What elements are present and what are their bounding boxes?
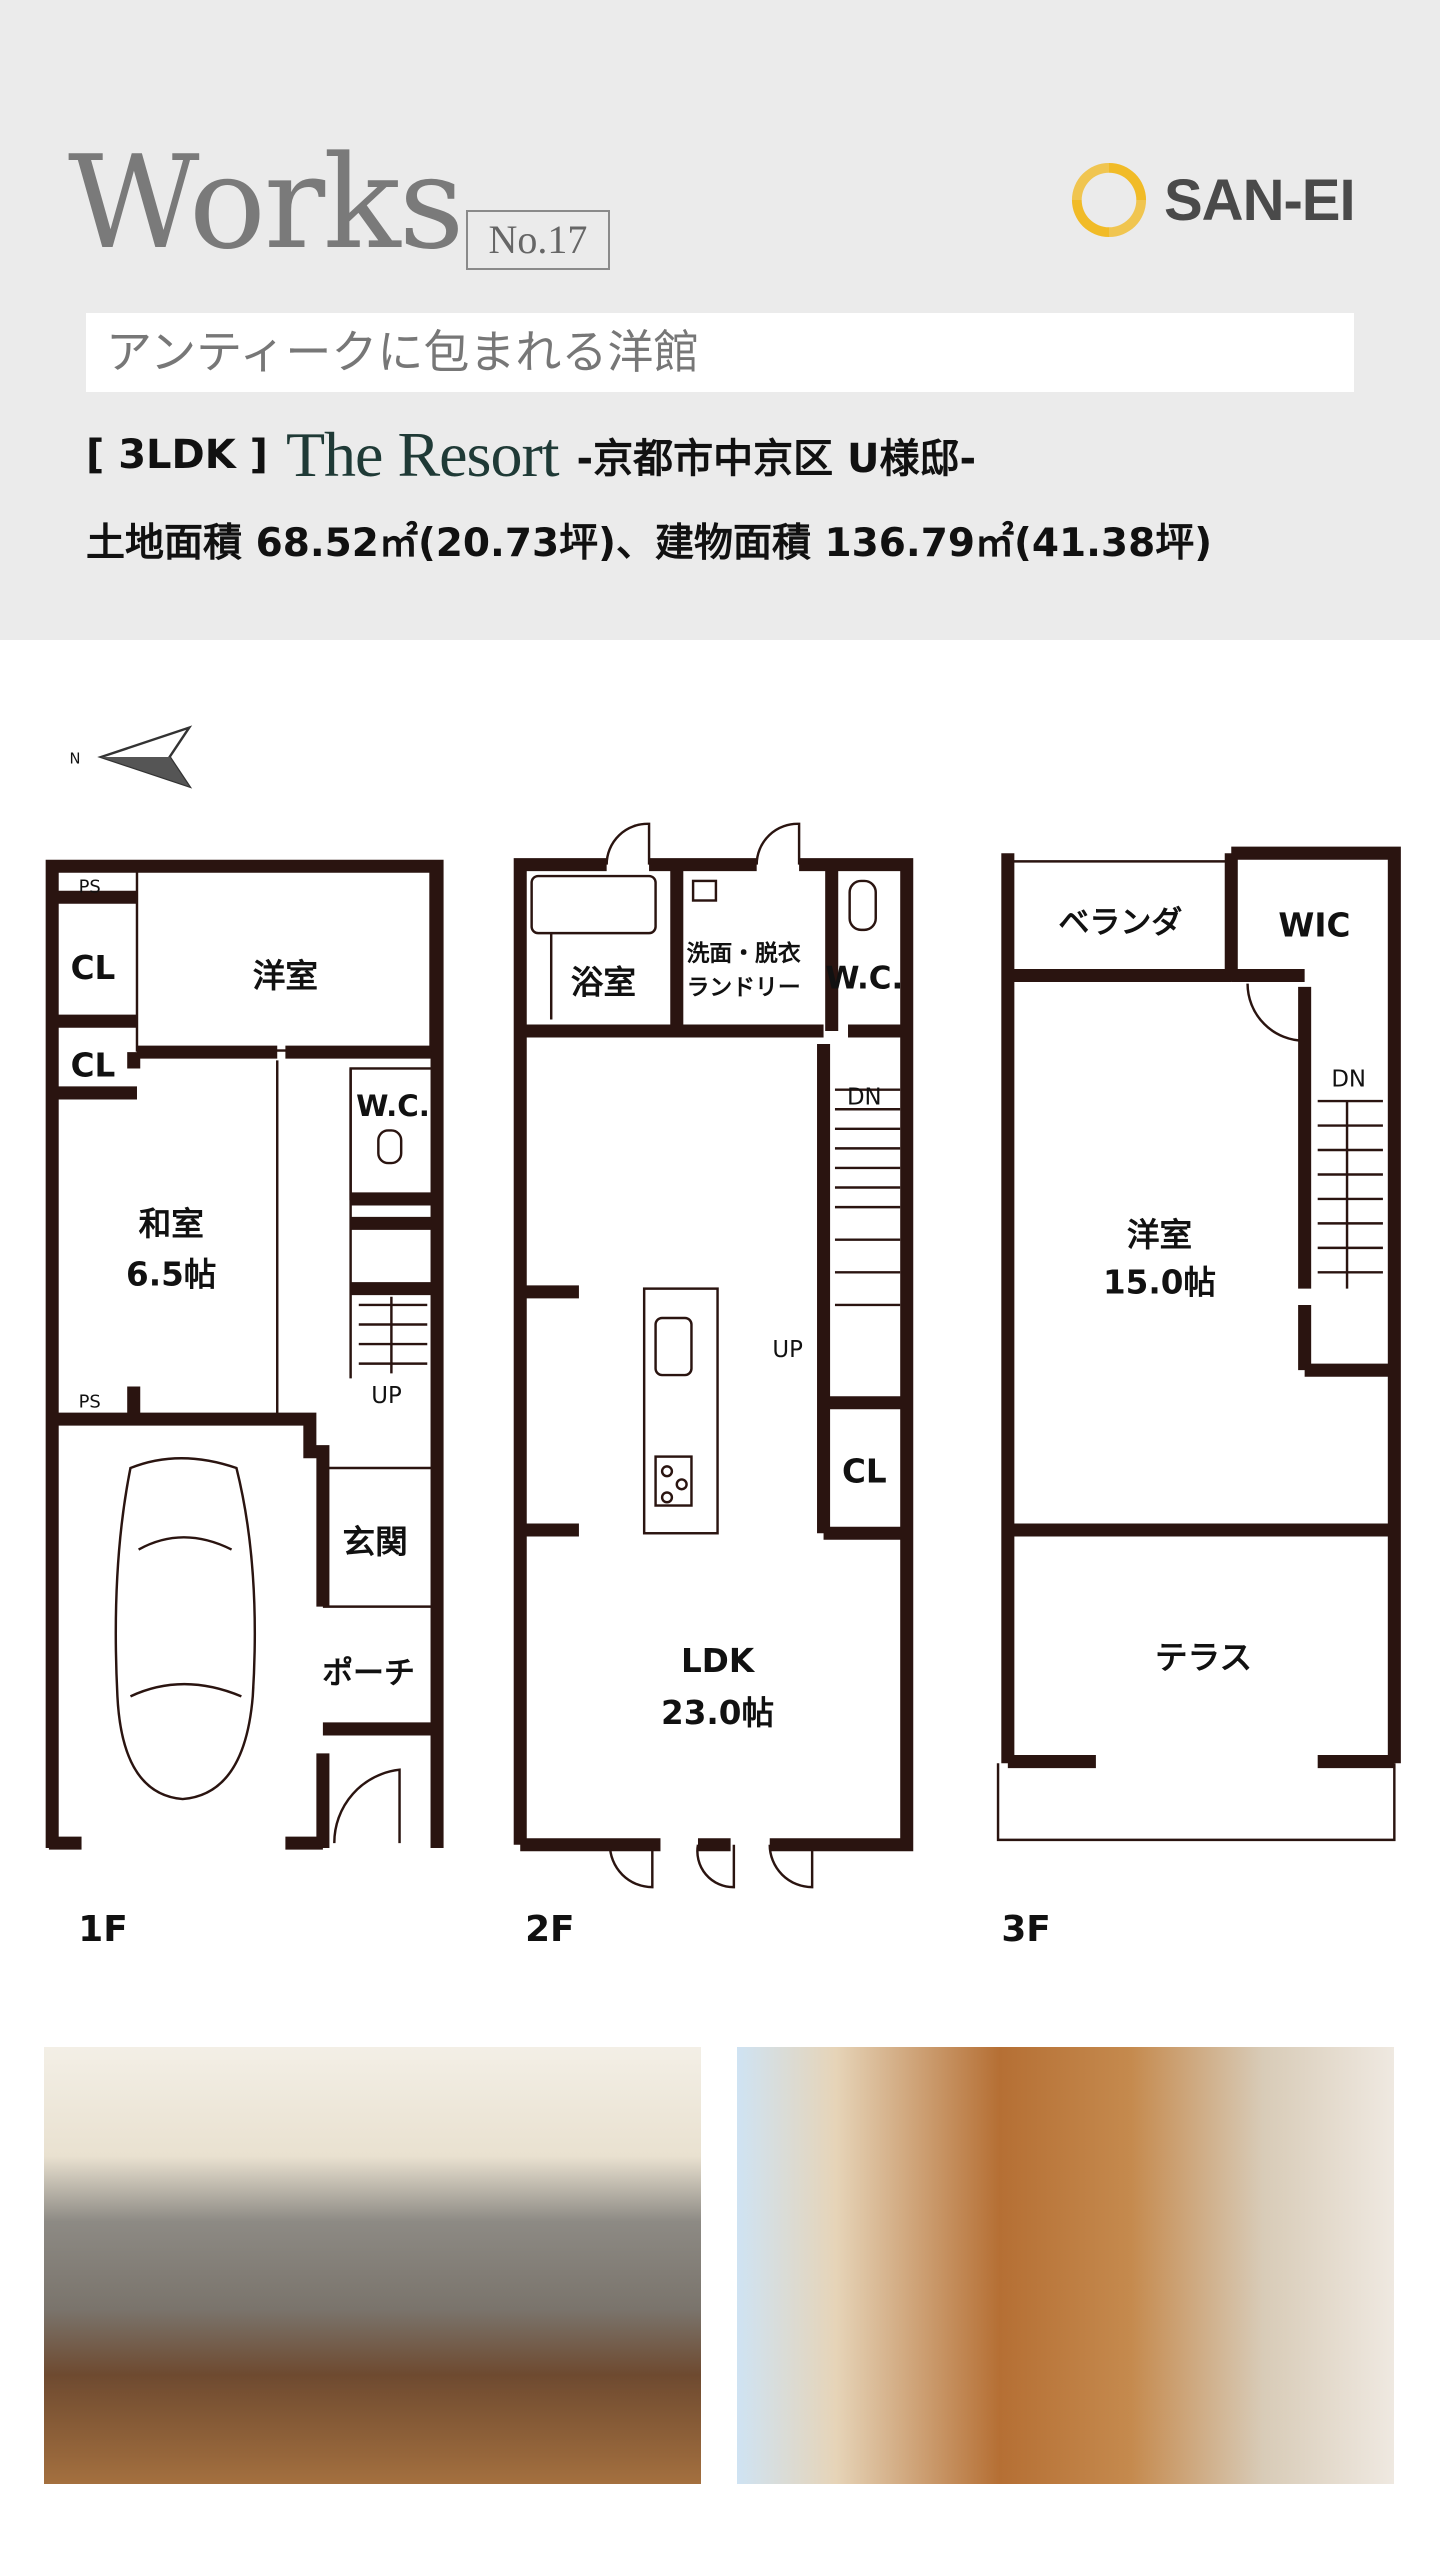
floor-plans: N PS CL 洋室 CL W.C. 和室 6.5帖 UP [45, 725, 1401, 1950]
room-label: 和室 [139, 1205, 204, 1243]
header: Works No.17 SAN-EI アンティークに包まれる洋館 [ 3LDK … [0, 0, 1440, 640]
subtitle: アンティークに包まれる洋館 [86, 313, 1354, 392]
layout-type: [ 3LDK ] [86, 432, 268, 478]
logo: SAN-EI [1070, 160, 1356, 240]
room-size: 15.0帖 [1103, 1264, 1216, 1302]
interior-photo-living [44, 2047, 701, 2484]
floor-1f-plan [45, 859, 444, 1850]
stair-label: DN [1331, 1066, 1366, 1092]
floor-label-1f: 1F [78, 1909, 127, 1950]
room-label: 洗面・脱衣 [687, 940, 801, 967]
room-label: CL [842, 1453, 887, 1491]
room-label: ポーチ [322, 1655, 415, 1691]
floor-label-2f: 2F [525, 1909, 574, 1950]
room-label: PS [79, 1392, 101, 1413]
room-label: 玄関 [342, 1523, 407, 1561]
interior-photo-terrace [737, 2047, 1394, 2484]
floor-label-3f: 3F [1001, 1909, 1050, 1950]
works-number: No.17 [466, 210, 610, 270]
car-icon [114, 1457, 257, 1801]
compass-label: N [70, 751, 81, 768]
room-label: CL [71, 949, 116, 987]
stair-label: DN [847, 1084, 882, 1110]
floor-2f-plan [513, 822, 914, 1889]
room-label: 浴室 [571, 963, 636, 1001]
logo-text: SAN-EI [1164, 167, 1356, 233]
room-label: 洋室 [1127, 1216, 1192, 1254]
room-label: PS [79, 876, 101, 897]
north-arrow-icon: N [70, 725, 193, 789]
location: -京都市中京区 U様邸- [576, 436, 977, 482]
sun-logo-icon [1071, 162, 1147, 238]
series-name: The Resort [285, 419, 560, 490]
floor-3f-plan [996, 846, 1401, 1842]
room-label: LDK [681, 1642, 756, 1680]
room-label: ベランダ [1058, 905, 1182, 941]
room-label: ランドリー [687, 975, 801, 1001]
works-title: Works [68, 129, 464, 278]
room-size: 23.0帖 [661, 1694, 774, 1732]
stair-label: UP [371, 1383, 401, 1409]
room-label: W.C. [356, 1089, 430, 1123]
room-label: テラス [1155, 1639, 1252, 1677]
room-label: W.C. [825, 961, 903, 997]
room-label: 洋室 [253, 957, 318, 995]
room-label: WIC [1278, 906, 1350, 944]
room-label: CL [71, 1047, 116, 1085]
area-info: 土地面積 68.52㎡(20.73坪)、建物面積 136.79㎡(41.38坪) [86, 521, 1213, 566]
room-size: 6.5帖 [126, 1255, 216, 1293]
title-line: [ 3LDK ] The Resort -京都市中京区 U様邸- [86, 419, 977, 490]
stair-label: UP [772, 1337, 802, 1363]
